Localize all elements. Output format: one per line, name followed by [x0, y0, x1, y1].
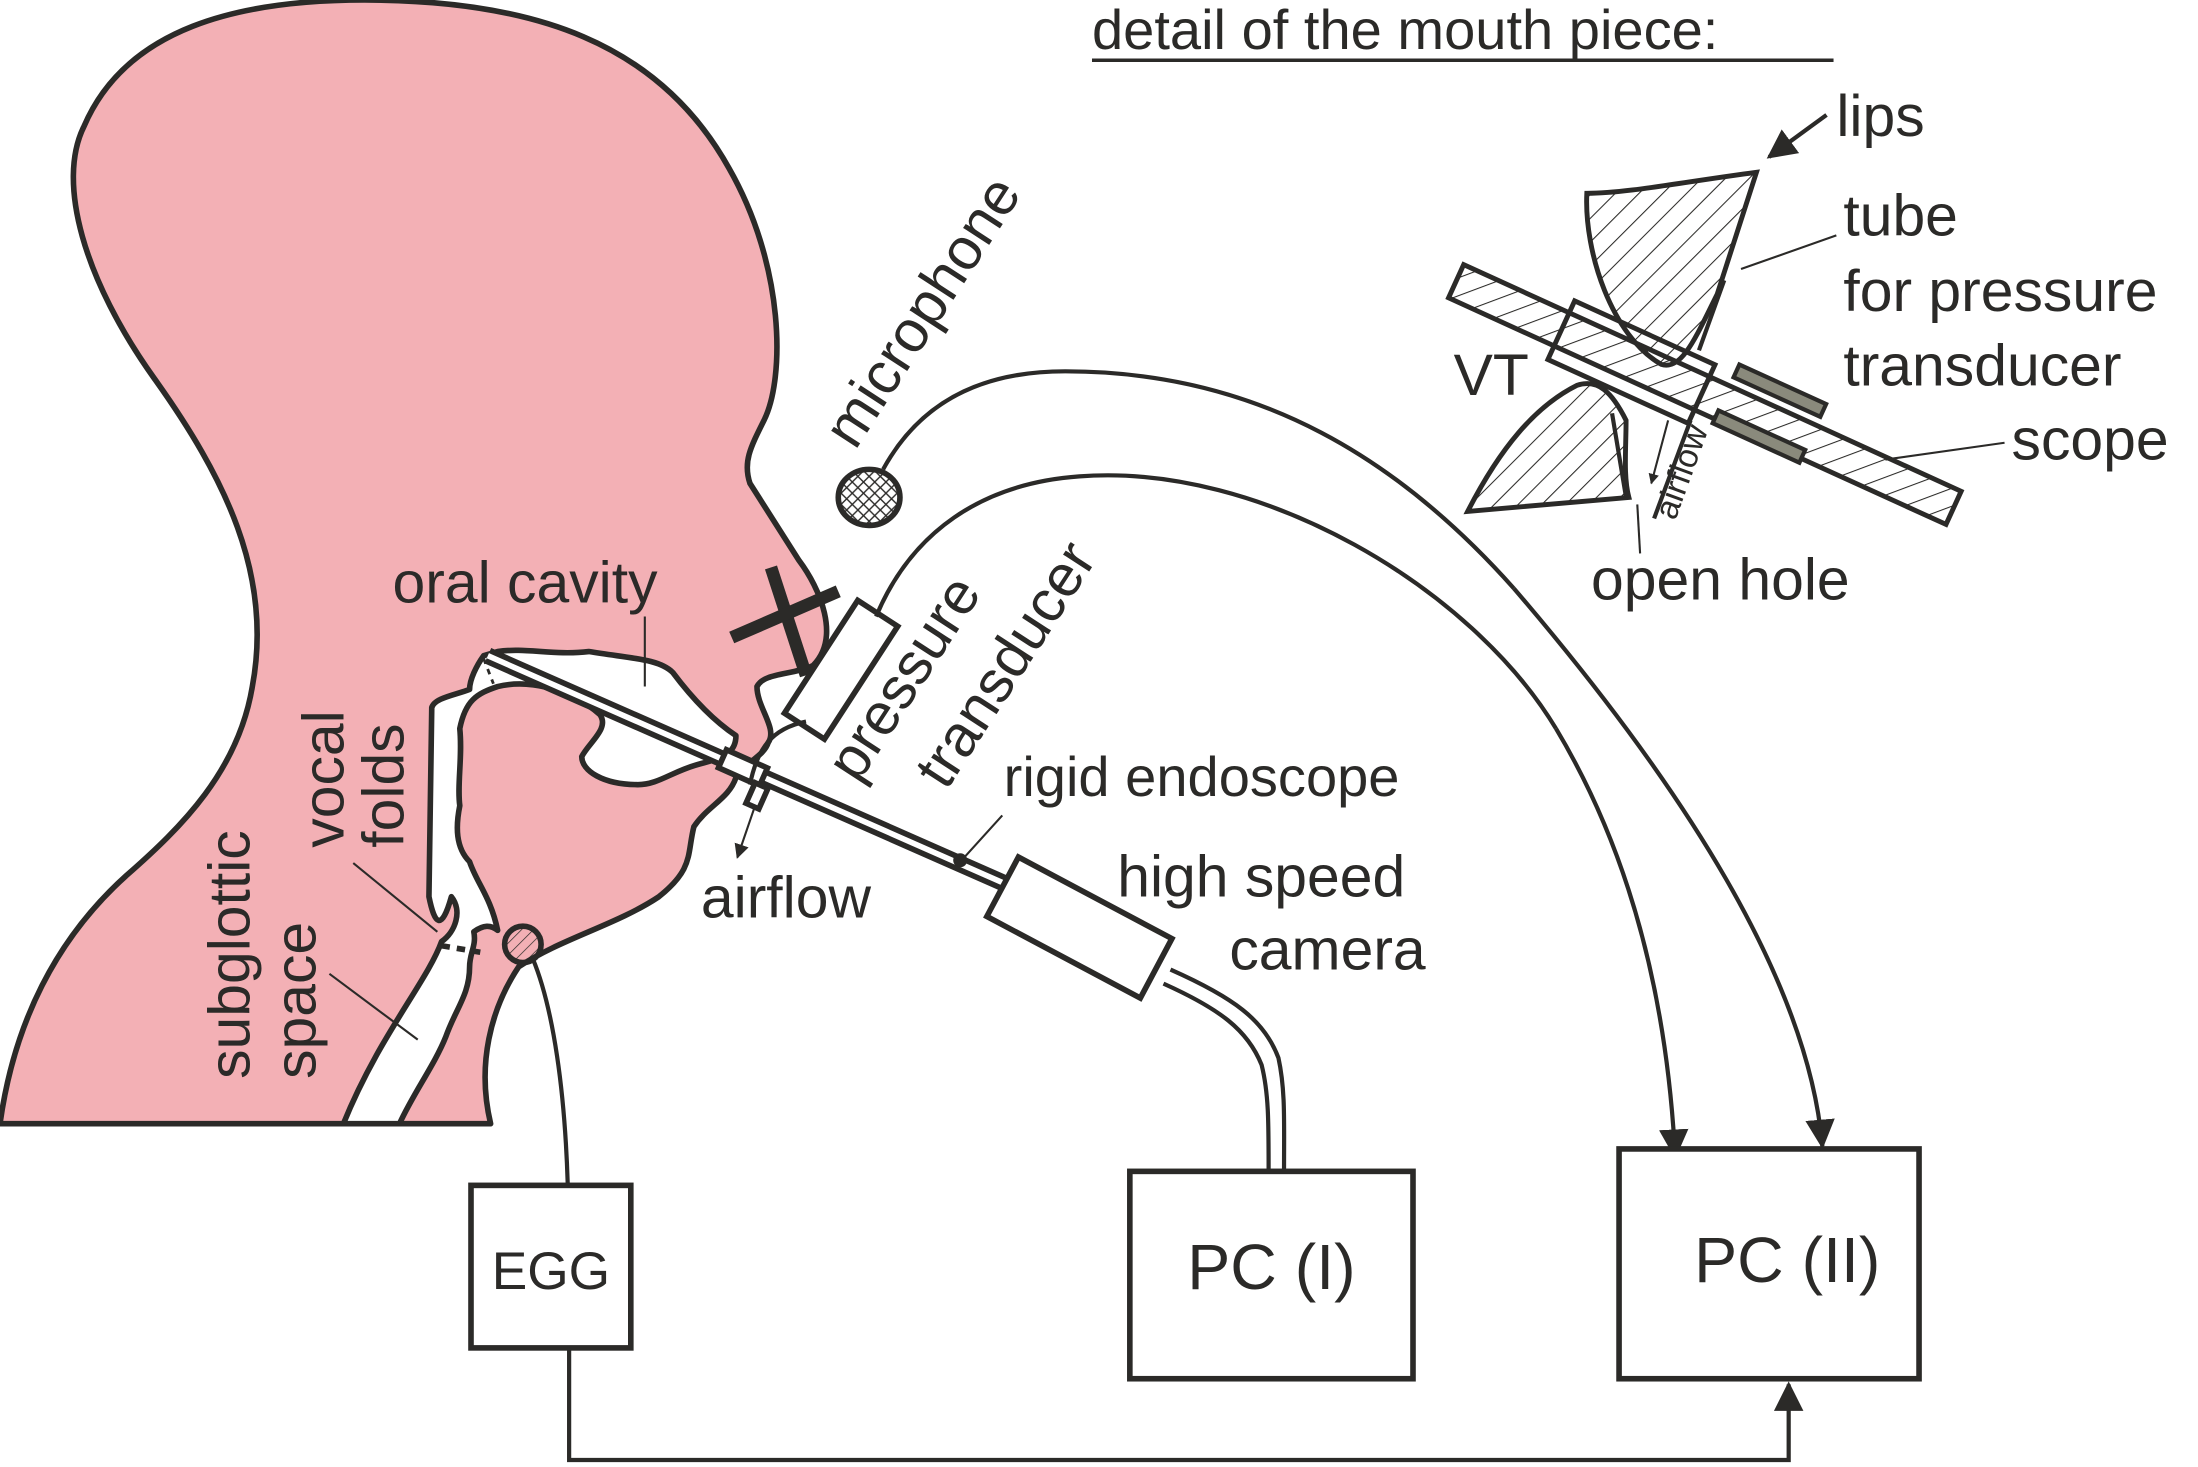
microphone	[835, 369, 1516, 590]
nose-clip-x-icon	[729, 565, 841, 678]
mouthpiece-detail: detail of the mouth piece: airflow lips	[1091, 0, 2169, 613]
camera-label: camera	[1229, 918, 1426, 983]
pc2-box: PC (II)	[1616, 1146, 1922, 1382]
airflow-label: airflow	[701, 866, 872, 931]
scope-label: scope	[2012, 408, 2169, 473]
vocal-label: vocal	[291, 710, 356, 847]
vt-label: VT	[1454, 343, 1529, 408]
lips-label: lips	[1836, 84, 1924, 149]
high-speed-label: high speed	[1117, 845, 1405, 910]
egg-box: EGG	[468, 1182, 634, 1351]
vocal-folds-leader	[352, 862, 439, 933]
egg-label: EGG	[492, 1242, 610, 1301]
microphone-icon	[835, 466, 903, 529]
detail-title: detail of the mouth piece:	[1092, 0, 1718, 61]
open-hole-label: open hole	[1591, 548, 1850, 613]
pc1-label: PC (I)	[1187, 1231, 1355, 1303]
space-label: space	[263, 922, 328, 1079]
folds-label: folds	[352, 723, 417, 847]
oral-cavity-label: oral cavity	[393, 551, 659, 616]
pressure-cable	[1554, 727, 1689, 1159]
rigid-endoscope	[484, 648, 1013, 894]
microphone-label: microphone	[811, 165, 1033, 458]
subglottic-label: subglottic	[198, 830, 263, 1079]
endoscope-leader	[960, 814, 1004, 862]
for-pressure-label: for pressure	[1843, 259, 2157, 324]
high-speed-camera	[983, 853, 1287, 1170]
microphone-cable	[1512, 587, 1835, 1150]
head-silhouette	[0, 0, 830, 1127]
egg-cable	[530, 957, 570, 1185]
upper-lip	[1584, 169, 1760, 368]
airway	[340, 647, 739, 1127]
detail-airflow-label: airflow	[1648, 419, 1716, 524]
transducer-detail-label: transducer	[1843, 333, 2121, 398]
pressure-transducer	[747, 473, 1558, 786]
tube-label: tube	[1843, 183, 1958, 248]
airflow-arrow	[734, 808, 756, 859]
pc2-label: PC (II)	[1694, 1224, 1880, 1296]
subglottic-leader	[328, 972, 419, 1041]
egg-electrode	[501, 923, 544, 966]
egg-to-pc2-line	[567, 1347, 1804, 1463]
vocal-folds-glottis	[441, 943, 485, 956]
pc1-box: PC (I)	[1127, 1168, 1416, 1382]
lower-lip	[1463, 381, 1632, 515]
rigid-endoscope-label: rigid endoscope	[1004, 745, 1400, 808]
